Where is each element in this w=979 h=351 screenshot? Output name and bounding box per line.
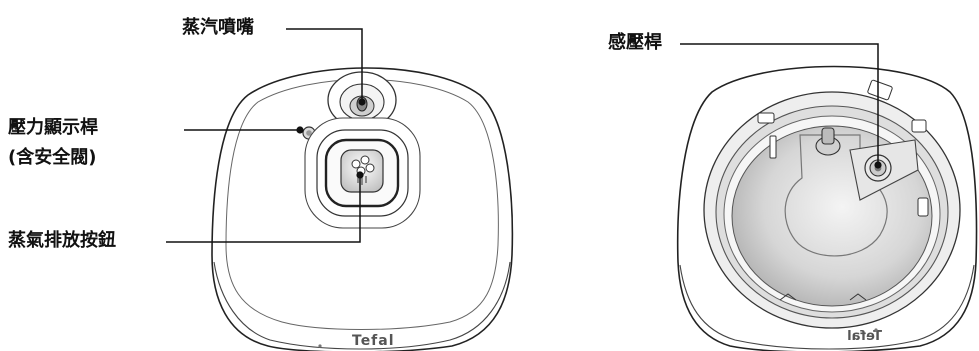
label-steam-release-button: 蒸氣排放按鈕 <box>8 230 116 251</box>
dot-pressure-indicator <box>296 126 304 134</box>
lid-underside-view: Tefal <box>676 43 978 351</box>
dot-pressure-sensor <box>874 161 882 169</box>
label-pressure-indicator: 壓力顯示桿 <box>8 117 98 138</box>
small-dot-front <box>318 344 322 348</box>
center-valve-bolt <box>815 127 841 156</box>
label-pressure-sensor: 感壓桿 <box>608 32 662 53</box>
steam-icon <box>351 155 375 185</box>
dot-steam-release <box>356 171 364 179</box>
dot-steam-nozzle <box>358 98 366 106</box>
leader-steam-release <box>166 175 361 243</box>
small-dot-back <box>874 328 878 332</box>
leader-lines-left <box>166 28 363 243</box>
leader-steam-nozzle <box>286 28 363 102</box>
logo-front: Tefal <box>352 333 395 349</box>
lid-inner-top <box>225 79 499 330</box>
valve-plate-recess <box>784 134 888 257</box>
underside-base-rim <box>679 264 975 350</box>
label-steam-nozzle: 蒸汽噴嘴 <box>182 17 254 38</box>
leader-pressure-sensor <box>680 43 879 165</box>
logo-back: Tefal <box>847 329 882 344</box>
lid-base-rim <box>213 261 511 350</box>
locking-tabs <box>757 79 929 301</box>
label-pressure-indicator-sub: (含安全閥) <box>8 147 97 168</box>
lid-top-view: Tefal <box>166 28 514 351</box>
